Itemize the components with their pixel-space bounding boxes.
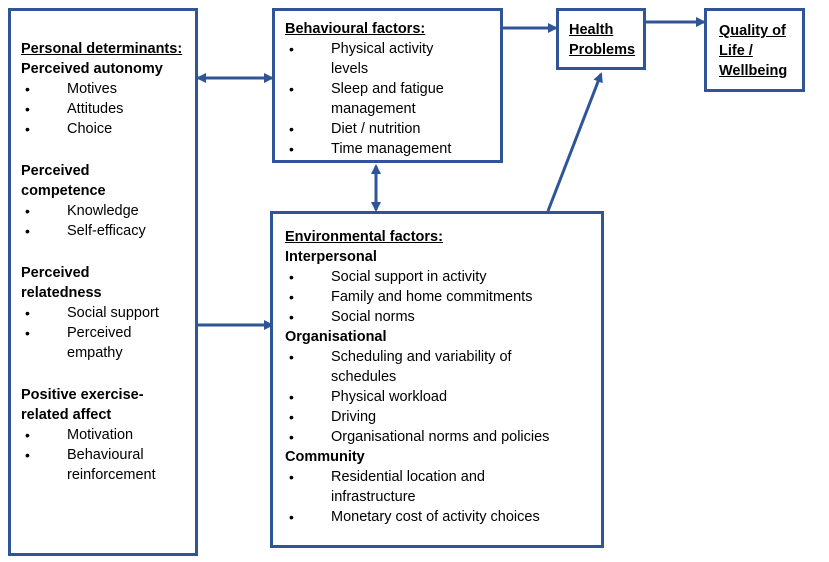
list-item: Residential location and infrastructure	[285, 467, 531, 507]
list-item: Choice	[21, 119, 189, 139]
section-heading: Interpersonal	[285, 249, 377, 265]
list-item: Sleep and fatigue management	[285, 79, 451, 119]
list-item: Monetary cost of activity choices	[285, 507, 595, 527]
section-heading: Perceived autonomy	[21, 61, 163, 77]
arrow-environmental-health	[546, 72, 603, 212]
list-item: Social support	[21, 303, 189, 323]
section-heading: Community	[285, 449, 365, 465]
list-item: Organisational norms and policies	[285, 427, 595, 447]
section-affect: Positive exercise-related affect Motivat…	[21, 385, 189, 485]
list-item: Social support in activity	[285, 267, 595, 287]
list-item: Knowledge	[21, 201, 189, 221]
health-title: Health Problems	[569, 22, 636, 58]
section-heading: Positive exercise-related affect	[21, 387, 144, 423]
section-competence: Perceived competence Knowledge Self-effi…	[21, 161, 189, 241]
environmental-factors-box: Environmental factors: Interpersonal Soc…	[270, 211, 604, 548]
personal-title: Personal determinants:	[21, 41, 183, 57]
list-item: Motives	[21, 79, 189, 99]
list-item: Physical workload	[285, 387, 595, 407]
list-item: Self-efficacy	[21, 221, 189, 241]
section-heading: Organisational	[285, 329, 387, 345]
list-item: Family and home commitments	[285, 287, 595, 307]
list-item: Motivation	[21, 425, 189, 445]
behavioural-title: Behavioural factors:	[285, 21, 426, 37]
list-item: Time management	[285, 139, 494, 159]
personal-determinants-box: Personal determinants: Perceived autonom…	[8, 8, 198, 556]
list-item: Driving	[285, 407, 595, 427]
list-item: Behavioural reinforcement	[21, 445, 167, 485]
list-item: Social norms	[285, 307, 595, 327]
health-problems-box: Health Problems	[556, 8, 646, 70]
section-heading: Perceived relatedness	[21, 265, 102, 301]
section-heading: Perceived competence	[21, 163, 106, 199]
behavioural-factors-box: Behavioural factors: Physical activity l…	[272, 8, 503, 163]
list-item: Physical activity levels	[285, 39, 451, 79]
section-autonomy: Perceived autonomy Motives Attitudes Cho…	[21, 59, 189, 139]
quality-of-life-box: Quality of Life / Wellbeing	[704, 8, 805, 92]
quality-title: Quality of Life / Wellbeing	[719, 23, 788, 79]
list-item: Diet / nutrition	[285, 119, 494, 139]
list-item: Perceived empathy	[21, 323, 137, 363]
list-item: Attitudes	[21, 99, 189, 119]
section-relatedness: Perceived relatedness Social support Per…	[21, 263, 189, 363]
list-item: Scheduling and variability of schedules	[285, 347, 541, 387]
environmental-title: Environmental factors:	[285, 229, 443, 245]
